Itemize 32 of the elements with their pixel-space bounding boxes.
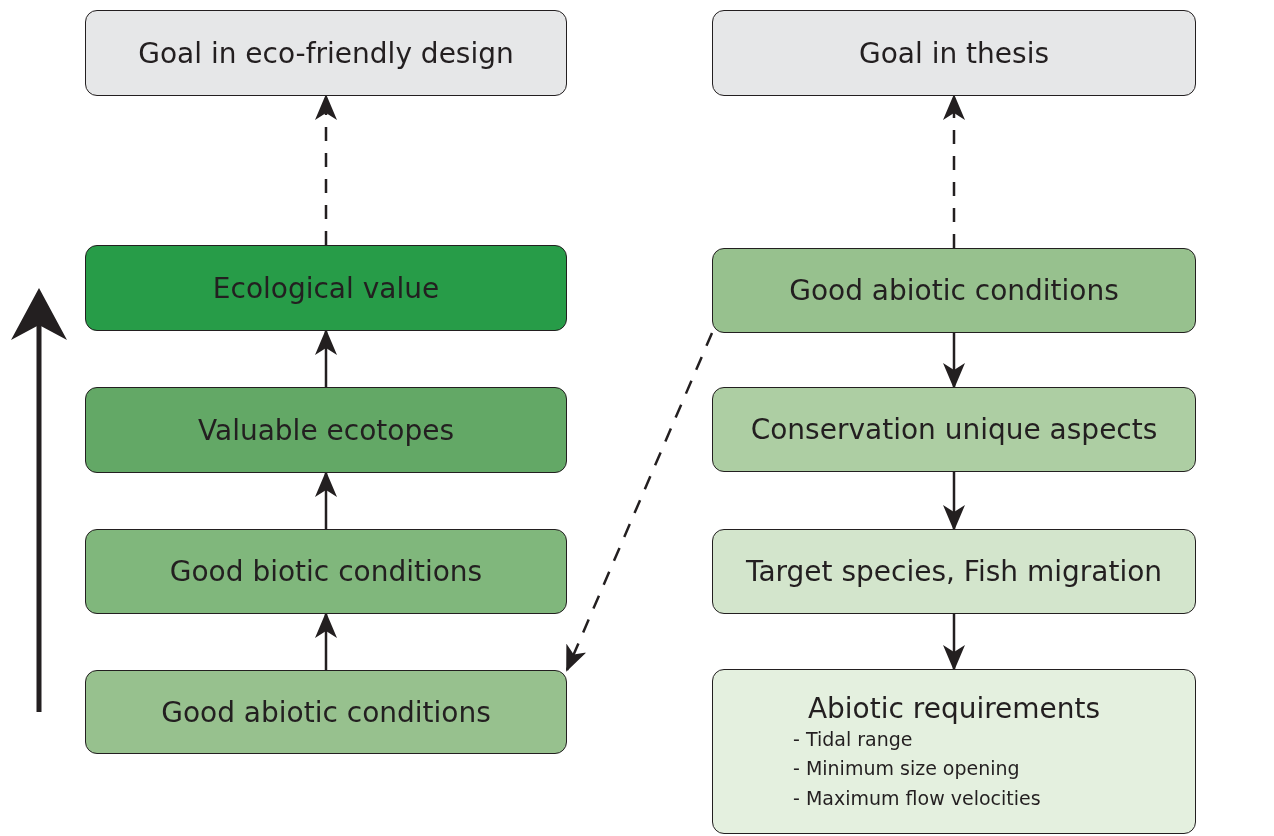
process-box [85,387,567,473]
process-box [712,248,1196,333]
process-box [85,10,567,96]
arrow [943,333,965,389]
arrow [943,614,965,671]
box-title: Good biotic conditions [169,555,483,588]
process-box [712,387,1196,472]
arrow [943,472,965,531]
list-item: - Maximum flow velocities [793,785,1041,811]
box-title: Ecological value [212,271,440,305]
box-title: Valuable ecotopes [198,413,454,447]
process-box [85,529,567,614]
arrow [565,332,714,672]
arrow [943,94,965,248]
box-title: Good abiotic conditions [161,695,491,729]
process-box [85,670,567,754]
process-box [712,529,1196,614]
list-item: - Tidal range [793,727,913,752]
list-item: - Minimum size opening [793,756,1020,782]
arrow [315,94,337,245]
process-box [85,245,567,331]
box-title: Goal in eco-friendly design [138,36,514,70]
box-title: Target species, Fish migration [745,555,1163,588]
arrow [315,612,337,670]
process-box [712,10,1196,96]
box-title: Good abiotic conditions [789,274,1119,307]
box-title: Goal in thesis [859,36,1049,70]
box-title: Conservation unique aspects [750,413,1158,446]
arrow [315,329,337,387]
process-box [712,669,1196,834]
arrow [315,471,337,529]
box-title: Abiotic requirements [807,692,1101,725]
